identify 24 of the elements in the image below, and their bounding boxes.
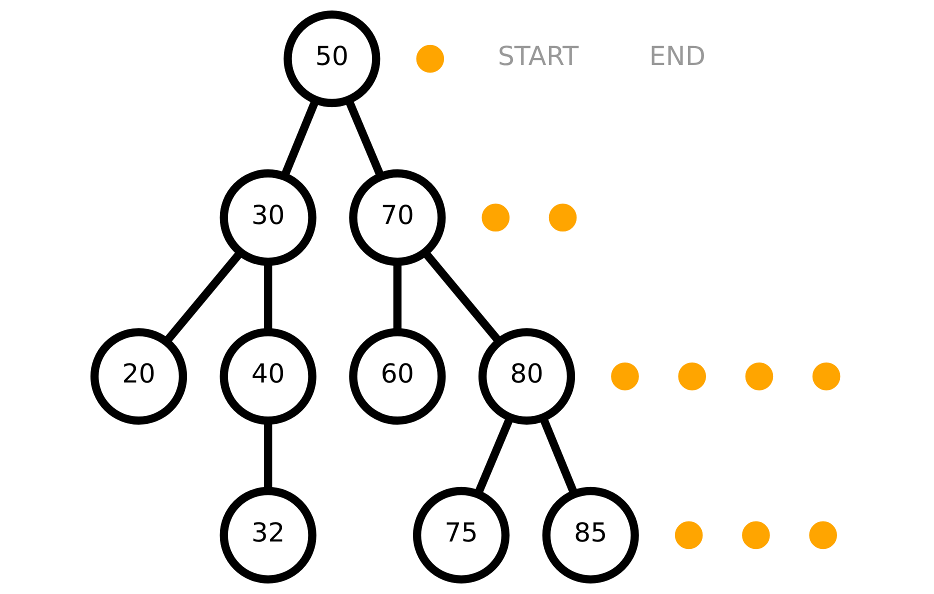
label: START [498, 42, 579, 72]
node-circle [548, 204, 577, 232]
label: END [649, 42, 706, 72]
node-circle [809, 521, 837, 550]
node-circle [742, 521, 770, 550]
node-circle: 75 [412, 486, 510, 584]
node-circle: 40 [220, 328, 316, 425]
connector [422, 250, 502, 344]
node-circle [674, 521, 703, 550]
node-circle: 85 [542, 486, 639, 584]
node-circle: 60 [349, 328, 446, 425]
node-circle: 70 [349, 169, 446, 266]
node-circle [678, 362, 706, 390]
node-circle: 32 [220, 486, 316, 584]
node-circle: 20 [90, 328, 188, 425]
node-circle [745, 362, 774, 390]
node-circle [482, 204, 510, 232]
connector [163, 250, 244, 344]
node-circle [611, 362, 639, 390]
node-circle [812, 362, 840, 390]
node-circle [416, 44, 444, 73]
node-circle: 30 [220, 169, 316, 266]
node-circle: 50 [284, 10, 380, 108]
node-circle: 80 [478, 328, 576, 425]
